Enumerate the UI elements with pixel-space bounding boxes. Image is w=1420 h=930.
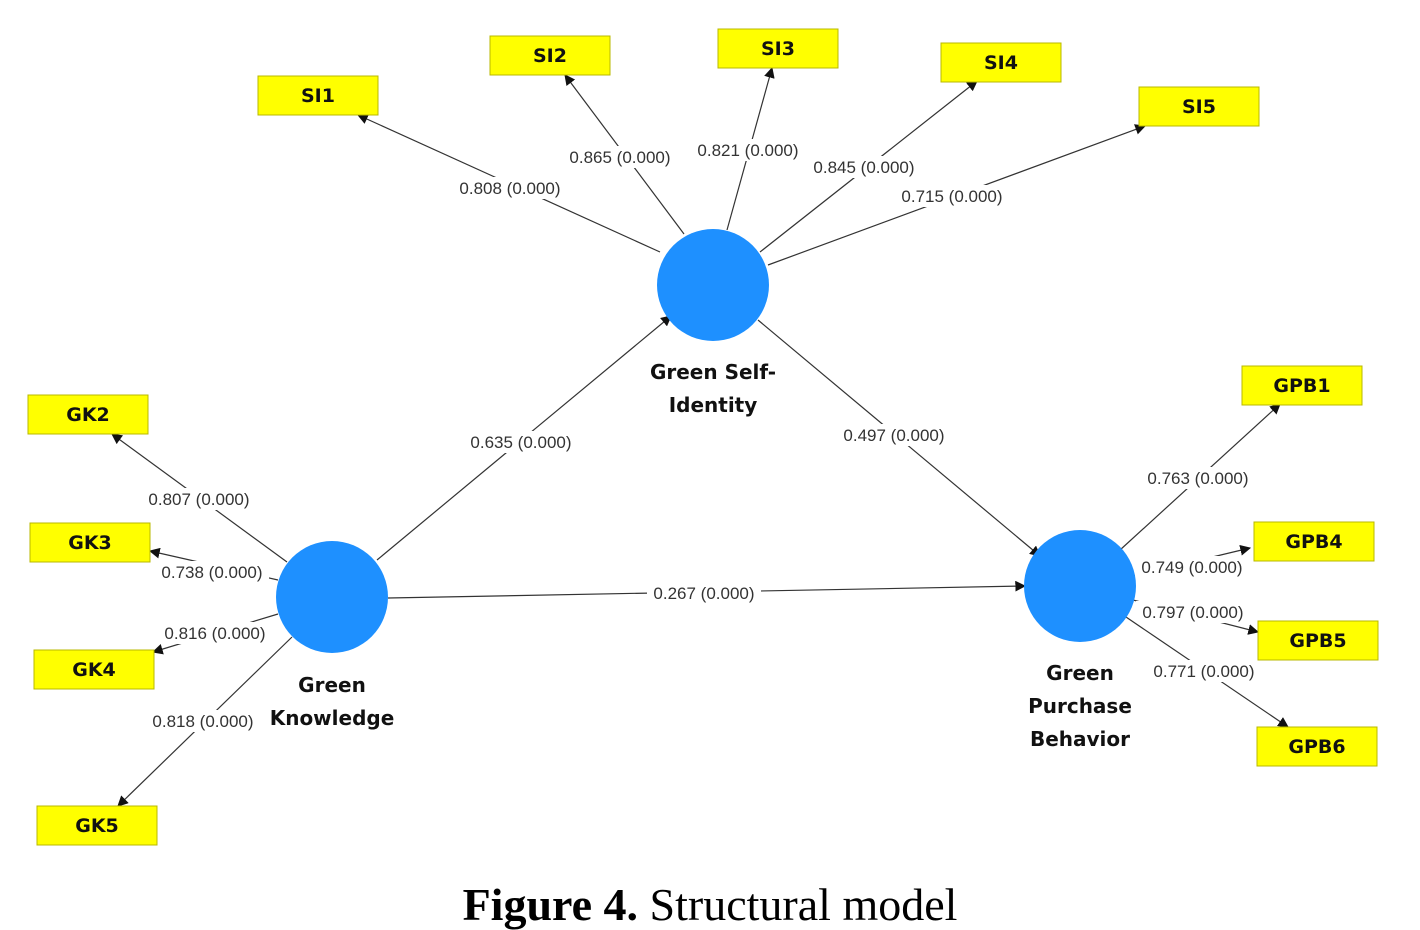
- loading-gpb1: 0.763 (0.000): [1147, 469, 1248, 488]
- indicator-label: GK2: [66, 404, 110, 426]
- indicator-label: GPB6: [1288, 736, 1345, 758]
- indicator-label: GK4: [72, 659, 116, 681]
- indicator-label: SI2: [533, 45, 567, 67]
- indicator-gk3: GK3: [29, 522, 151, 563]
- indicator-label: GK5: [75, 815, 119, 837]
- indicator-gpb5: GPB5: [1257, 620, 1379, 661]
- loading-si4: 0.845 (0.000): [813, 158, 914, 177]
- loading-si1: 0.808 (0.000): [459, 179, 560, 198]
- loading-si2: 0.865 (0.000): [569, 148, 670, 167]
- indicator-gk2: GK2: [27, 394, 149, 435]
- indicator-si1: SI1: [257, 75, 379, 116]
- indicator-si5: SI5: [1138, 86, 1260, 127]
- construct-green-self-identity: Green Self- Identity: [650, 229, 776, 417]
- indicator-si3: SI3: [717, 28, 839, 69]
- construct-label-line: Knowledge: [270, 706, 395, 730]
- indicator-label: GPB1: [1273, 375, 1330, 397]
- indicator-label: GPB5: [1289, 630, 1346, 652]
- indicator-label: GK3: [68, 532, 112, 554]
- construct-label-line: Green: [298, 673, 366, 697]
- indicator-gk5: GK5: [36, 805, 158, 846]
- indicator-gpb1: GPB1: [1241, 365, 1363, 406]
- indicator-label: GPB4: [1285, 531, 1342, 553]
- path-coef-si-gpb: 0.497 (0.000): [843, 426, 944, 445]
- loading-si3: 0.821 (0.000): [697, 141, 798, 160]
- indicator-label: SI4: [984, 52, 1018, 74]
- loading-gpb6: 0.771 (0.000): [1153, 662, 1254, 681]
- path-coef-gk-gpb: 0.267 (0.000): [653, 584, 754, 603]
- caption-number: Figure 4.: [462, 879, 639, 930]
- loading-gk5: 0.818 (0.000): [152, 712, 253, 731]
- construct-green-knowledge: Green Knowledge: [270, 541, 395, 730]
- loading-si5: 0.715 (0.000): [901, 187, 1002, 206]
- loading-gpb4: 0.749 (0.000): [1141, 558, 1242, 577]
- path-coef-gk-si: 0.635 (0.000): [470, 433, 571, 452]
- loading-gk2: 0.807 (0.000): [148, 490, 249, 509]
- indicator-gpb4: GPB4: [1253, 521, 1375, 562]
- indicator-si2: SI2: [489, 35, 611, 76]
- loading-gk4: 0.816 (0.000): [164, 624, 265, 643]
- indicator-si4: SI4: [940, 42, 1062, 83]
- construct-green-purchase-behavior: Green Purchase Behavior: [1024, 530, 1136, 751]
- indicator-label: SI3: [761, 38, 795, 60]
- indicator-label: SI5: [1182, 96, 1216, 118]
- figure-caption: Figure 4. Structural model: [0, 880, 1420, 930]
- construct-label-line: Purchase: [1028, 694, 1132, 718]
- loading-gpb5: 0.797 (0.000): [1142, 603, 1243, 622]
- indicator-gk4: GK4: [33, 649, 155, 690]
- construct-label-line: Identity: [669, 393, 758, 417]
- loading-gk3: 0.738 (0.000): [161, 563, 262, 582]
- construct-label-line: Green Self-: [650, 360, 776, 384]
- caption-text: Structural model: [638, 879, 958, 930]
- indicator-label: SI1: [301, 85, 335, 107]
- indicator-gpb6: GPB6: [1256, 726, 1378, 767]
- construct-label-line: Green: [1046, 661, 1114, 685]
- construct-label-line: Behavior: [1030, 727, 1130, 751]
